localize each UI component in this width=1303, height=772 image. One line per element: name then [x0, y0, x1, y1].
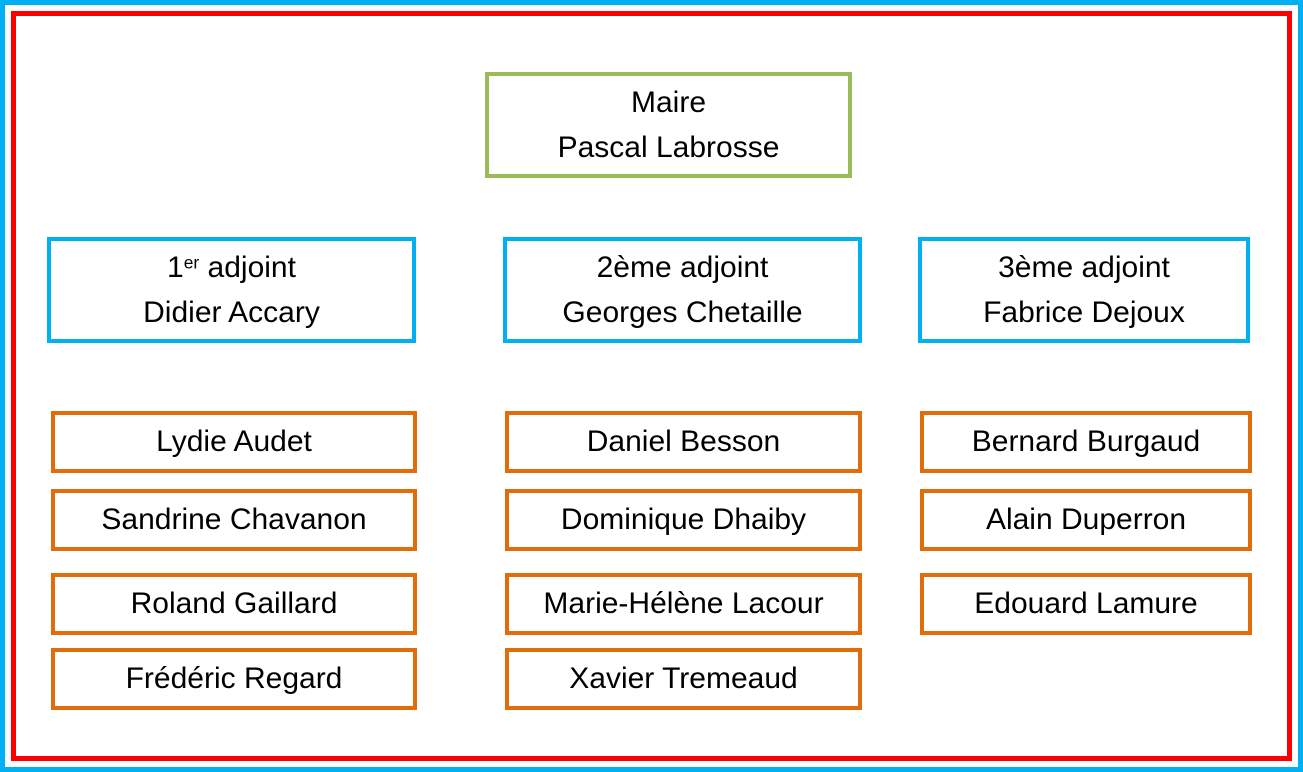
- member-name: Alain Duperron: [985, 503, 1187, 536]
- member-name: Edouard Lamure: [974, 587, 1198, 620]
- member-name: Marie-Hélène Lacour: [543, 587, 824, 620]
- maire-role: Maire: [630, 86, 706, 119]
- member-box: Sandrine Chavanon: [51, 489, 417, 551]
- member-name: Xavier Tremeaud: [569, 662, 798, 695]
- member-box: Alain Duperron: [920, 489, 1252, 551]
- member-box: Marie-Hélène Lacour: [505, 573, 862, 635]
- ordinal-superscript: er: [183, 252, 200, 273]
- member-box: Xavier Tremeaud: [505, 648, 862, 710]
- member-box: Dominique Dhaiby: [505, 489, 862, 551]
- adjoint-title: 2ème adjoint: [596, 251, 769, 284]
- member-name: Lydie Audet: [156, 425, 312, 458]
- member-name: Roland Gaillard: [130, 587, 338, 620]
- maire-box: Maire Pascal Labrosse: [485, 72, 852, 178]
- member-box: Lydie Audet: [51, 411, 417, 473]
- member-box: Edouard Lamure: [920, 573, 1252, 635]
- adjoint-name: Didier Accary: [143, 296, 320, 329]
- adjoint-box-3: 3ème adjoint Fabrice Dejoux: [918, 237, 1250, 343]
- member-box: Daniel Besson: [505, 411, 862, 473]
- adjoint-title: 3ème adjoint: [998, 251, 1170, 284]
- member-name: Frédéric Regard: [125, 662, 343, 695]
- adjoint-title: 1er adjoint: [167, 251, 296, 284]
- adjoint-name: Fabrice Dejoux: [983, 296, 1185, 329]
- adjoint-box-2: 2ème adjoint Georges Chetaille: [503, 237, 862, 343]
- maire-name: Pascal Labrosse: [557, 131, 780, 164]
- adjoint-box-1: 1er adjoint Didier Accary: [47, 237, 416, 343]
- adjoint-name: Georges Chetaille: [562, 296, 803, 329]
- member-name: Daniel Besson: [586, 425, 781, 458]
- member-box: Bernard Burgaud: [920, 411, 1252, 473]
- member-box: Roland Gaillard: [51, 573, 417, 635]
- member-name: Bernard Burgaud: [971, 425, 1201, 458]
- member-name: Dominique Dhaiby: [560, 503, 807, 536]
- member-name: Sandrine Chavanon: [101, 503, 367, 536]
- member-box: Frédéric Regard: [51, 648, 417, 710]
